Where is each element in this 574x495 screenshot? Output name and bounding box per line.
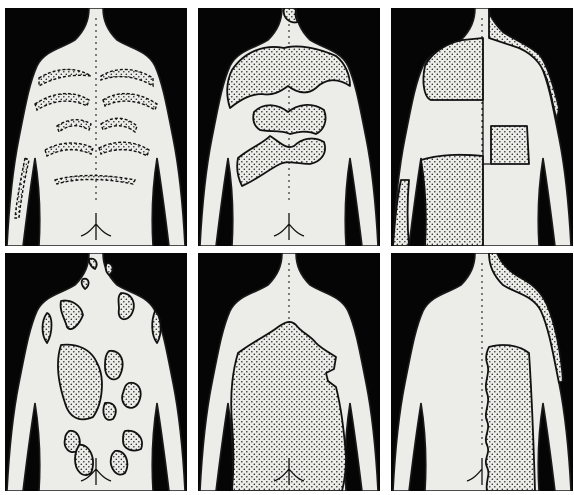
- back-diagram-4: [5, 253, 187, 491]
- pigmented-patch: [421, 155, 483, 246]
- pigmented-patch: [491, 126, 529, 164]
- pigmented-patch: [105, 351, 123, 380]
- pigmented-patch: [43, 313, 52, 343]
- pigmented-patch: [152, 311, 160, 343]
- pigmented-patch: [122, 383, 141, 408]
- back-diagram-5: [198, 253, 380, 491]
- pigmented-patch: [119, 293, 134, 319]
- pigmented-patch: [82, 279, 89, 289]
- back-diagram-1: [5, 8, 187, 246]
- pigmented-patch: [423, 38, 483, 100]
- back-diagram-2: [198, 8, 380, 246]
- pigmented-patch: [111, 451, 128, 475]
- pigmented-patch: [393, 180, 409, 246]
- pigmented-patch: [103, 403, 115, 420]
- back-diagram-6: [391, 253, 573, 491]
- pigmented-patch: [486, 345, 535, 491]
- pigmented-patch: [106, 263, 113, 275]
- back-diagram-3: [391, 8, 573, 246]
